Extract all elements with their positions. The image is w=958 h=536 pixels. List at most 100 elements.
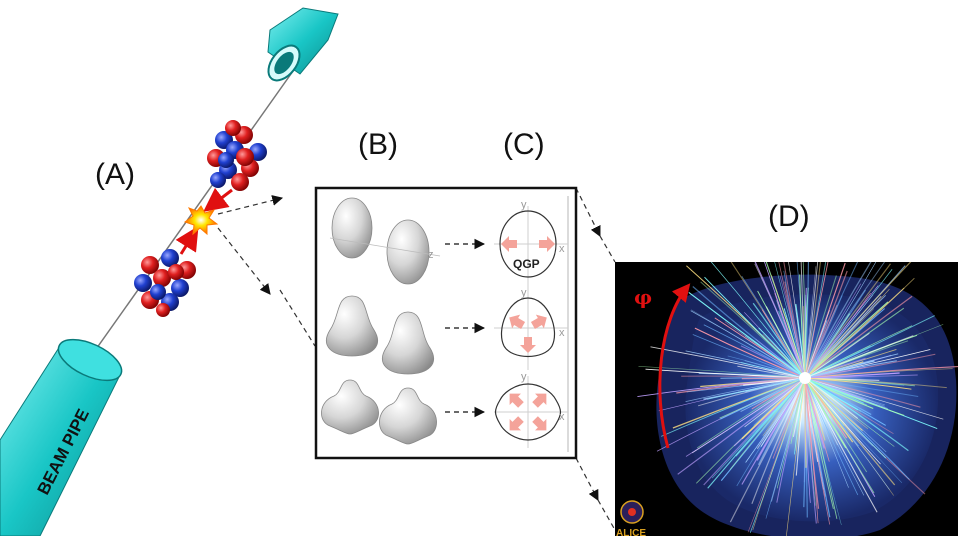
particle-track [720, 377, 806, 420]
svg-text:y: y [521, 371, 527, 383]
particle-track [804, 377, 859, 419]
particle-track [804, 262, 821, 379]
particle-track [758, 327, 806, 379]
label-d: (D) [768, 200, 810, 233]
particle-track [677, 377, 806, 475]
row-harmonic-4: y x [321, 371, 568, 448]
particle-track [696, 377, 806, 449]
particle-track [751, 377, 806, 505]
particle-track [729, 377, 806, 470]
particle-track [804, 310, 830, 379]
shape-right-n3 [382, 311, 434, 375]
particle-track [690, 310, 806, 379]
qgp-outline-n2 [499, 210, 557, 278]
particle-track [681, 375, 806, 379]
particle-track [804, 377, 820, 509]
particle-track [711, 377, 806, 479]
particle-track [804, 262, 886, 379]
alice-logo: ALICE [616, 500, 646, 536]
particle-track [804, 368, 953, 379]
particle-track [804, 262, 809, 379]
panel-d-event-display: φ ALICE [615, 262, 958, 536]
qgp-outline-n3 [500, 297, 556, 357]
arrow-c-to-d-upper [575, 187, 601, 237]
particle-track [804, 262, 877, 379]
particle-track [752, 377, 806, 531]
upper-nucleus [207, 120, 267, 191]
particle-track [650, 346, 806, 379]
particle-track [771, 275, 806, 379]
qgp-label: QGP [513, 257, 540, 271]
collision-flash [183, 205, 219, 236]
qgp-outline-n4 [494, 383, 562, 441]
alice-logo-text: ALICE [616, 528, 646, 536]
svg-text:x: x [559, 411, 565, 423]
particle-track [703, 324, 806, 379]
particle-track [754, 262, 806, 379]
label-a: (A) [95, 158, 135, 191]
arrow-c-to-d-lower [575, 457, 599, 501]
svg-text:y: y [521, 287, 527, 299]
shape-left-n2 [331, 197, 373, 259]
particle-track [804, 353, 899, 379]
particle-track [804, 266, 817, 379]
particle-track [804, 377, 947, 389]
label-c: (C) [503, 128, 545, 161]
arrow-a-to-b-lower [217, 227, 271, 295]
particle-track [685, 377, 806, 457]
particle-track [774, 262, 806, 379]
particle-track [804, 377, 831, 525]
particle-track [804, 301, 889, 379]
particle-track [741, 276, 806, 379]
particle-track [804, 377, 863, 431]
particle-track [804, 377, 885, 407]
particle-track [688, 291, 806, 379]
particle-track [804, 335, 914, 379]
particle-track [757, 290, 806, 379]
particle-track [804, 262, 819, 379]
particle-track [804, 262, 872, 379]
particle-track [804, 377, 868, 473]
particle-track [804, 270, 848, 379]
row-harmonic-2: z y x QGP [329, 197, 568, 290]
label-b: (B) [358, 128, 398, 161]
particle-track [741, 377, 806, 485]
particle-track [786, 377, 806, 536]
shape-left-n3 [326, 295, 378, 357]
particle-track [707, 377, 806, 400]
particle-track [804, 377, 865, 496]
particle-track [704, 276, 806, 379]
particle-track [761, 309, 806, 379]
particle-track [804, 377, 807, 468]
particle-track [804, 377, 859, 496]
particle-track [661, 377, 806, 437]
particle-track [804, 377, 847, 449]
particle-track [804, 377, 849, 488]
particle-track [779, 275, 806, 379]
row-harmonic-3: y x [326, 287, 568, 375]
phi-arrow [658, 283, 691, 449]
particle-track [804, 377, 919, 397]
particle-track [745, 377, 806, 463]
axis-y-label: y [521, 199, 527, 211]
particle-track [804, 377, 881, 465]
particle-track [804, 275, 837, 379]
particle-track [804, 377, 944, 420]
particle-track [804, 377, 878, 513]
particle-tracks [637, 262, 958, 536]
particle-track [804, 295, 843, 379]
particle-track [804, 315, 935, 379]
lower-beam-pipe: BEAM PIPE [0, 338, 123, 536]
particle-track [804, 377, 921, 408]
connector-arrows [217, 187, 616, 531]
particle-track [802, 262, 806, 379]
particle-track [790, 377, 806, 444]
particle-track [788, 262, 806, 379]
axis-x-label: x [559, 243, 565, 255]
particle-track [692, 334, 806, 379]
panel-a-beamline: BEAM PIPE [0, 7, 339, 536]
particle-track [804, 294, 874, 379]
particle-track [804, 277, 915, 379]
collision-vertex [799, 372, 811, 384]
